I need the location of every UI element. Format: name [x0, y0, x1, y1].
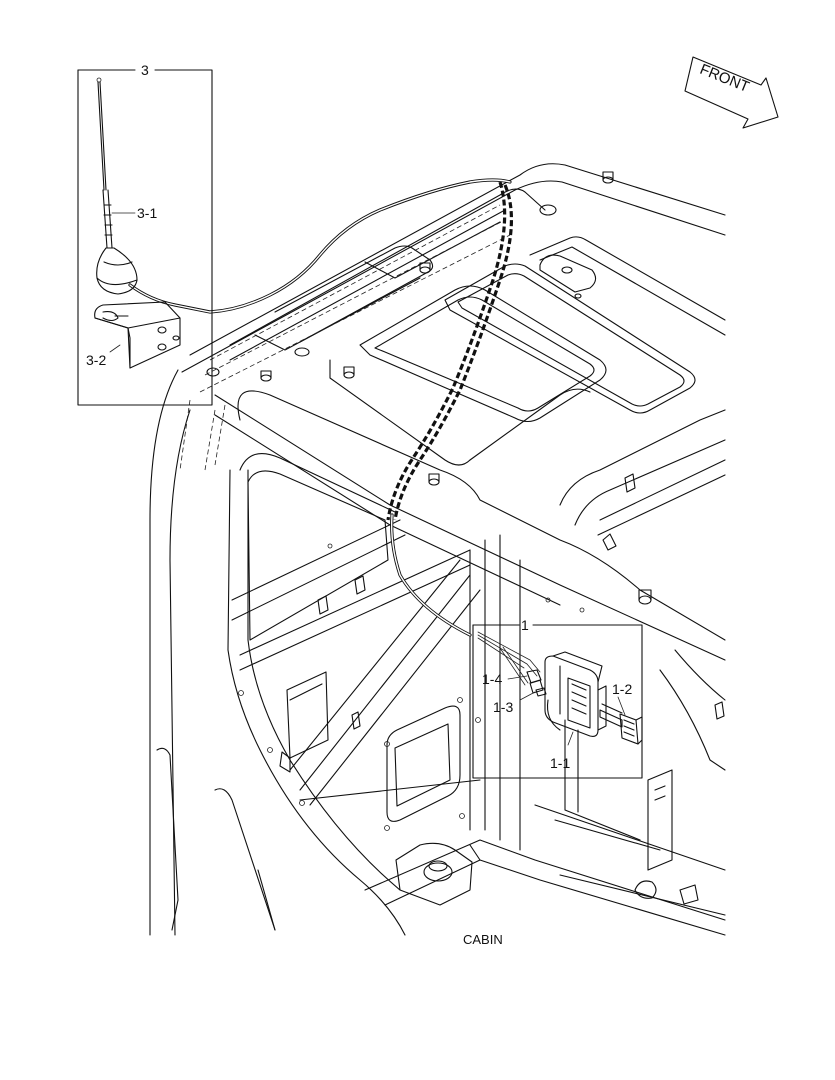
diagram-caption: CABIN — [463, 932, 503, 947]
antenna-bracket — [94, 301, 181, 369]
roof-bolts — [206, 171, 652, 605]
callout-3: 3 — [141, 62, 149, 78]
antenna-detail-box: 3 3-1 3-2 — [77, 62, 213, 406]
front-arrow: FRONT — [684, 56, 779, 129]
radio-detail-box: 1 1-4 1-3 1-1 — [472, 617, 643, 779]
callout-1-1: 1-1 — [550, 755, 570, 771]
callout-1-3: 1-3 — [493, 699, 513, 715]
antenna-cable — [128, 178, 513, 637]
harness-connector — [599, 703, 643, 745]
callout-1: 1 — [521, 617, 529, 633]
radio-unit — [544, 651, 607, 737]
callout-3-2: 3-2 — [86, 352, 106, 368]
callout-3-1: 3-1 — [137, 205, 157, 221]
callout-1-4: 1-4 — [482, 671, 502, 687]
callout-1-2: 1-2 — [612, 681, 632, 697]
front-arrow-label: FRONT — [697, 61, 751, 96]
cable-connector — [526, 669, 547, 697]
antenna-rod — [96, 77, 138, 295]
